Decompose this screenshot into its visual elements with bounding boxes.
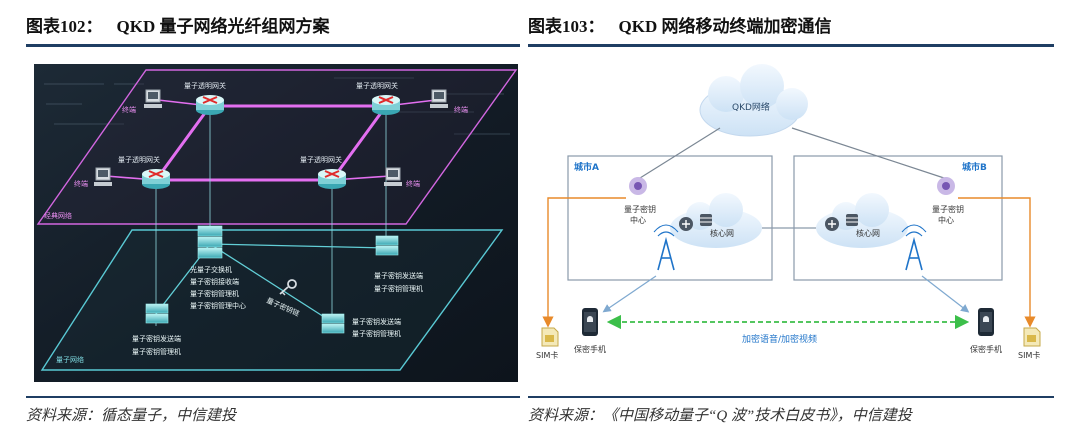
diagram-background (34, 64, 518, 382)
terminal-computer-icon (384, 167, 402, 186)
key-icon (279, 279, 297, 296)
terminal-computer-icon (144, 89, 162, 108)
figure-103-source: 资料来源：《中国移动量子“Q 波”技术白皮书》，中信建投 (528, 408, 912, 424)
key-center-label: 中心 (630, 215, 646, 225)
key-center-label: 量子密钥 (624, 204, 656, 214)
device-label: 量子密钥管理机 (132, 347, 181, 356)
gateway-router-icon (142, 169, 170, 189)
vertical-drop-links (155, 114, 387, 326)
secure-phone-icon (978, 308, 994, 336)
gateway-label: 量子透明网关 (356, 81, 398, 90)
wireless-link-b (921, 275, 970, 313)
optical-quantum-switch-icon (197, 225, 223, 259)
cell-tower-icon (653, 224, 679, 271)
router-icon (825, 217, 839, 231)
figure-102-heading: 图表102： QKD 量子网络光纤组网方案 (26, 12, 329, 37)
figure-103-heading: 图表103： QKD 网络移动终端加密通信 (528, 12, 831, 37)
secure-phone-icon (582, 308, 598, 336)
device-label: 量子密钥管理机 (374, 284, 423, 293)
gateway-label: 量子透明网关 (118, 155, 160, 164)
key-sender-device-icon (145, 303, 169, 324)
qkd-mobile-encryption-diagram: QKD网络 城市A 城市B 量子密钥 中心 量子密钥 中心 核心网 (536, 64, 1041, 360)
city-b-label: 城市B (962, 161, 987, 173)
city-a-box (567, 155, 773, 281)
encrypted-call-label: 加密语音/加密视频 (742, 333, 817, 345)
key-center-label: 中心 (938, 215, 954, 225)
figure-103-number: 图表103： (528, 17, 605, 36)
figure-103-title: QKD 网络移动终端加密通信 (618, 17, 832, 36)
core-network-label: 核心网 (856, 228, 880, 238)
terminal-label: 终端 (74, 179, 88, 188)
figure-102-bottom-rule (26, 396, 520, 398)
sim-key-provision-b (958, 197, 1036, 328)
key-center-icon (629, 177, 647, 195)
sim-card-label: SIM卡 (1018, 350, 1040, 360)
city-a-label: 城市A (574, 161, 599, 173)
gateway-router-icon (318, 169, 346, 189)
quantum-network-plane (40, 229, 504, 371)
router-icon (679, 217, 693, 231)
figure-102-number: 图表102： (26, 17, 103, 36)
sim-card-label: SIM卡 (536, 350, 558, 360)
cloud-link-b (791, 127, 945, 179)
wireless-link-a (602, 275, 657, 313)
gateway-router-icon (196, 95, 224, 115)
terminal-label: 终端 (122, 105, 136, 114)
terminal-computer-icon (94, 167, 112, 186)
key-sender-device-icon (321, 313, 345, 334)
figure-102-title: QKD 量子网络光纤组网方案 (116, 17, 330, 36)
core-network-label: 核心网 (710, 228, 734, 238)
sim-key-provision-a (542, 197, 626, 328)
classic-network-label: 经典网络 (44, 211, 72, 220)
terminal-computer-icon (430, 89, 448, 108)
device-label: 量子密钥管理机 (352, 329, 401, 338)
database-icon (846, 214, 858, 226)
switch-label: 量子密钥管理中心 (190, 301, 246, 310)
secure-phone-label: 保密手机 (970, 344, 1002, 354)
terminal-label: 终端 (454, 105, 468, 114)
device-label: 量子密钥发送端 (374, 271, 423, 280)
secure-phone-label: 保密手机 (574, 344, 606, 354)
key-sender-device-icon (375, 235, 399, 256)
sim-card-icon (1023, 327, 1041, 347)
gateway-label: 量子透明网关 (300, 155, 342, 164)
cloud-link-a (639, 127, 721, 179)
qkd-fiber-network-diagram: 经典网络 量子网络 (34, 64, 518, 382)
qkd-network-cloud (699, 64, 808, 137)
cell-tower-icon (901, 224, 927, 271)
figure-103-top-rule (528, 44, 1054, 47)
key-center-label: 量子密钥 (932, 204, 964, 214)
gateway-router-icon (372, 95, 400, 115)
switch-label: 量子密钥管理机 (190, 289, 239, 298)
device-label: 量子密钥发送端 (132, 334, 181, 343)
device-label: 量子密钥发送端 (352, 317, 401, 326)
figure-102-source: 资料来源：循态量子，中信建投 (26, 408, 237, 424)
gateway-label: 量子透明网关 (184, 81, 226, 90)
city-b-box (793, 155, 1003, 281)
figure-103-bottom-rule (528, 396, 1054, 398)
qkd-network-label: QKD网络 (732, 101, 770, 113)
sim-card-icon (541, 327, 559, 347)
quantum-network-label: 量子网络 (56, 355, 84, 364)
key-center-icon (937, 177, 955, 195)
database-icon (700, 214, 712, 226)
switch-label: 量子密钥接收端 (190, 277, 239, 286)
switch-label: 光量子交换机 (190, 265, 232, 274)
terminal-label: 终端 (406, 179, 420, 188)
figure-102-top-rule (26, 44, 520, 47)
